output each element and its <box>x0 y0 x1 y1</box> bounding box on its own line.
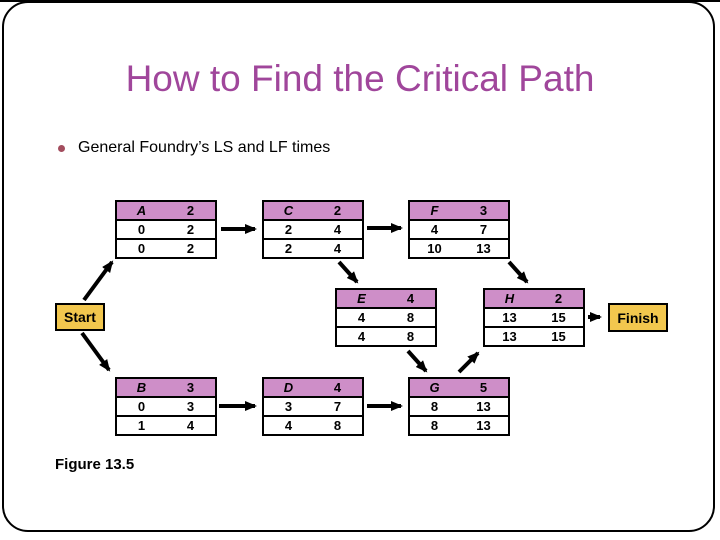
es-value: 3 <box>284 399 293 414</box>
slide-border-frame <box>2 1 715 532</box>
activity-duration: 4 <box>406 291 415 306</box>
es-value: 8 <box>430 399 439 414</box>
figure-caption: Figure 13.5 <box>55 456 135 473</box>
ef-value: 4 <box>333 222 342 237</box>
activity-name: C <box>283 203 294 218</box>
node-table-e: E 4 4 8 4 8 <box>335 288 437 347</box>
lf-value: 13 <box>476 418 491 433</box>
finish-node: Finish <box>608 303 668 332</box>
node-table-d: D 4 3 7 4 8 <box>262 377 364 436</box>
ls-value: 1 <box>137 418 146 433</box>
ls-value: 0 <box>137 241 146 256</box>
lf-value: 2 <box>186 241 195 256</box>
start-node: Start <box>55 303 105 331</box>
ef-value: 15 <box>551 310 566 325</box>
ls-value: 4 <box>284 418 293 433</box>
bullet-item: General Foundry’s LS and LF times <box>58 139 330 157</box>
lf-value: 15 <box>551 329 566 344</box>
slide-title: How to Find the Critical Path <box>125 58 595 99</box>
activity-duration: 2 <box>333 203 342 218</box>
activity-name: A <box>136 203 147 218</box>
lf-value: 13 <box>476 241 491 256</box>
node-table-h: H 2 13 15 13 15 <box>483 288 585 347</box>
ls-value: 8 <box>430 418 439 433</box>
node-table-b: B 3 0 3 1 4 <box>115 377 217 436</box>
activity-name: D <box>283 380 294 395</box>
ef-value: 2 <box>186 222 195 237</box>
ls-value: 13 <box>502 329 517 344</box>
ef-value: 3 <box>186 399 195 414</box>
node-table-a: A 2 0 2 0 2 <box>115 200 217 259</box>
activity-duration: 3 <box>479 203 488 218</box>
ef-value: 7 <box>333 399 342 414</box>
node-table-f: F 3 4 7 10 13 <box>408 200 510 259</box>
activity-name: B <box>136 380 147 395</box>
activity-duration: 5 <box>479 380 488 395</box>
activity-name: F <box>430 203 439 218</box>
es-value: 0 <box>137 399 146 414</box>
activity-duration: 2 <box>554 291 563 306</box>
es-value: 13 <box>502 310 517 325</box>
lf-value: 8 <box>406 329 415 344</box>
ls-value: 4 <box>357 329 366 344</box>
bullet-dot-icon <box>58 144 65 152</box>
lf-value: 4 <box>186 418 195 433</box>
activity-name: E <box>357 291 366 306</box>
node-table-c: C 2 2 4 2 4 <box>262 200 364 259</box>
ls-value: 10 <box>427 241 442 256</box>
es-value: 2 <box>284 222 293 237</box>
node-table-g: G 5 8 13 8 13 <box>408 377 510 436</box>
es-value: 0 <box>137 222 146 237</box>
activity-name: G <box>429 380 440 395</box>
activity-duration: 2 <box>186 203 195 218</box>
ef-value: 8 <box>406 310 415 325</box>
ls-value: 2 <box>284 241 293 256</box>
es-value: 4 <box>357 310 366 325</box>
activity-duration: 4 <box>333 380 342 395</box>
bullet-text: General Foundry’s LS and LF times <box>78 139 331 156</box>
ef-value: 13 <box>476 399 491 414</box>
lf-value: 8 <box>333 418 342 433</box>
es-value: 4 <box>430 222 439 237</box>
lf-value: 4 <box>333 241 342 256</box>
activity-duration: 3 <box>186 380 195 395</box>
ef-value: 7 <box>479 222 488 237</box>
activity-name: H <box>504 291 515 306</box>
